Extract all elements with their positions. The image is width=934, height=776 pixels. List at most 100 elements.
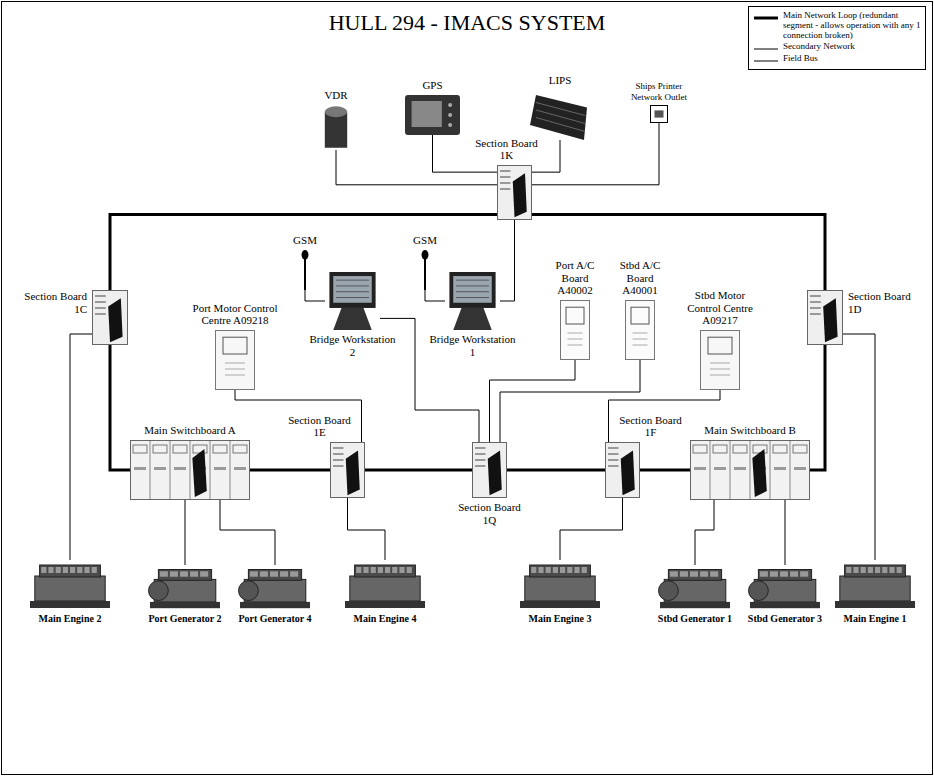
legend-row: Secondary Network: [753, 42, 921, 53]
cylinder-cover: [700, 571, 708, 576]
cabinet-detail: [633, 339, 648, 340]
screen-detail: [336, 280, 369, 281]
lips-key-row: [536, 118, 585, 132]
cylinder-cover: [371, 567, 376, 573]
cylinder-cover: [385, 567, 390, 573]
cylinder-cover: [200, 571, 208, 576]
device-icon: [330, 442, 365, 498]
alternator: [239, 581, 259, 601]
generator: Port Generator 4: [240, 565, 310, 610]
cylinder-cover: [63, 567, 68, 573]
antenna-mast: [424, 256, 426, 290]
cylinder-cover: [84, 567, 89, 573]
legend-row: Main Network Loop (redundant segment - a…: [753, 11, 921, 41]
board-detail: [475, 447, 486, 449]
main-engine: Main Engine 3: [520, 560, 600, 610]
main-network-loop: [507, 469, 605, 472]
cylinder-cover: [846, 567, 851, 573]
network-link: [184, 500, 185, 565]
main-network-loop: [110, 215, 497, 291]
cylinder-cover: [680, 571, 688, 576]
board-case: [808, 291, 843, 345]
switchboard-handle: [192, 449, 206, 497]
device-icon: [750, 565, 820, 610]
panel-divider: [730, 441, 731, 499]
node-label: Ships Printer Network Outlet: [618, 81, 700, 102]
node-label: Stbd Generator 1: [651, 613, 739, 625]
vdr-top: [325, 106, 347, 117]
engine-base: [150, 602, 220, 608]
panel-switch: [774, 467, 786, 470]
board-detail: [810, 307, 821, 309]
lips-panel-body: [530, 95, 587, 140]
legend-text: Main Network Loop (redundant segment - a…: [783, 11, 921, 41]
engine-base: [750, 602, 820, 608]
generator: Stbd Generator 3: [750, 565, 820, 610]
engine-head: [355, 565, 416, 577]
cabinet-case: [216, 331, 255, 390]
panel-switch: [174, 467, 186, 470]
vdr-body: [325, 112, 347, 148]
cylinder-cover: [170, 571, 178, 576]
cylinder-cover: [546, 567, 551, 573]
network-link: [220, 500, 275, 565]
legend-line: [754, 17, 778, 20]
cabinet-detail: [225, 375, 245, 376]
board-detail: [475, 459, 486, 461]
cylinder-cover: [780, 571, 788, 576]
cabinet-detail: [710, 375, 730, 376]
cylinder-cover: [574, 567, 579, 573]
node-label: LIPS: [539, 74, 581, 87]
network-link: [490, 360, 576, 442]
engine-block: [525, 576, 595, 601]
board-detail: [95, 313, 106, 315]
panel-meter: [713, 445, 727, 453]
node-label: Stbd A/C Board A40001: [611, 259, 669, 297]
cylinder-cover: [363, 567, 368, 573]
node-label: Port Generator 2: [141, 613, 229, 625]
panel-divider: [770, 441, 771, 499]
network-link: [785, 500, 786, 565]
antenna-tip: [422, 250, 429, 260]
network-link: [500, 220, 515, 301]
device-icon: [660, 565, 730, 610]
cabinet-detail: [568, 345, 583, 346]
engine-base: [520, 601, 600, 608]
screen-detail: [456, 280, 489, 281]
cylinder-cover: [582, 567, 587, 573]
cylinder-cover: [92, 567, 97, 573]
board-detail: [333, 465, 344, 467]
outlet-plate: [651, 106, 668, 123]
cylinder-cover: [270, 571, 278, 576]
engine-base: [30, 601, 110, 608]
node-label: Section Board 1C: [20, 290, 88, 315]
node-label: Section Board 1D: [847, 290, 915, 315]
screen-detail: [336, 291, 369, 292]
board-case: [498, 166, 532, 220]
node-label: GPS: [412, 79, 454, 92]
alternator: [749, 581, 769, 601]
bridge-workstation: Bridge Workstation 1: [445, 272, 500, 330]
cylinder-cover: [190, 571, 198, 576]
network-link: [843, 334, 875, 560]
device-icon: [345, 560, 425, 610]
board-detail: [500, 176, 511, 178]
engine-head: [758, 570, 811, 581]
device-icon: [835, 560, 915, 610]
cabinet-display: [566, 307, 584, 324]
alternator: [149, 581, 169, 601]
engine-head: [158, 570, 211, 581]
panel-divider: [230, 441, 231, 499]
network-link: [348, 498, 386, 560]
motor-control-centre: Port Motor Control Centre A09218: [215, 330, 255, 390]
cylinder-cover: [875, 567, 880, 573]
cabinet-detail: [225, 363, 245, 364]
antenna-tip: [302, 250, 309, 260]
device-icon: [472, 442, 507, 498]
cylinder-cover: [868, 567, 873, 573]
device-icon: [625, 300, 655, 360]
board-detail: [333, 453, 344, 455]
cylinder-cover: [48, 567, 53, 573]
